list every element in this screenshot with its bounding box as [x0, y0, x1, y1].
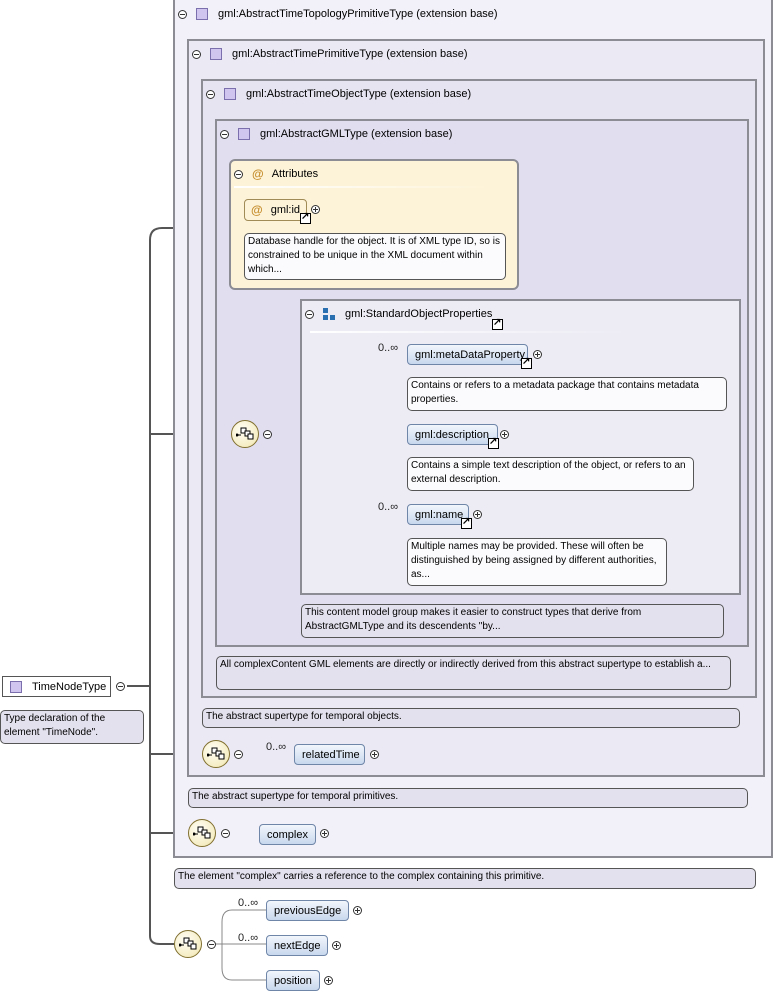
complex-type-icon	[238, 128, 250, 140]
collapse-toggle-sequence[interactable]	[221, 829, 230, 838]
attribute-icon: @	[251, 203, 263, 217]
expand-toggle-gml-id[interactable]	[311, 205, 320, 214]
frame-primitive-doc: The abstract supertype for temporal prim…	[188, 788, 748, 808]
cardinality-label: 0..∞	[378, 342, 399, 354]
collapse-toggle-sequence[interactable]	[207, 940, 216, 949]
root-type-box[interactable]: TimeNodeType	[2, 676, 111, 697]
group-doc: This content model group makes it easier…	[301, 604, 724, 638]
reference-arrow-icon[interactable]	[521, 356, 532, 369]
element-label: previousEdge	[274, 904, 342, 917]
element-label: gml:name	[415, 508, 464, 521]
expand-toggle-next-edge[interactable]	[332, 941, 341, 950]
description-doc: Contains a simple text description of th…	[407, 457, 694, 491]
element-label: relatedTime	[302, 748, 360, 761]
element-description[interactable]: gml:description	[407, 424, 498, 445]
element-next-edge[interactable]: nextEdge	[266, 935, 328, 956]
model-group-icon	[323, 307, 335, 320]
frame-primitive-label: gml:AbstractTimePrimitiveType (extension…	[232, 48, 468, 60]
collapse-toggle-sequence[interactable]	[234, 750, 243, 759]
collapse-toggle-group[interactable]	[305, 309, 314, 319]
attribute-gml-id[interactable]: @ gml:id	[244, 199, 307, 221]
collapse-toggle-object[interactable]	[206, 89, 215, 99]
sequence-compositor-icon[interactable]	[188, 819, 216, 847]
reference-arrow-icon[interactable]	[461, 516, 472, 529]
sequence-compositor-icon[interactable]	[202, 740, 230, 768]
name-doc: Multiple names may be provided. These wi…	[407, 538, 667, 586]
sequence-compositor-icon[interactable]	[174, 930, 202, 958]
frame-object-doc: The abstract supertype for temporal obje…	[202, 708, 740, 728]
complex-type-icon	[224, 88, 236, 100]
reference-arrow-icon[interactable]	[492, 317, 503, 330]
root-type-doc: Type declaration of the element "TimeNod…	[0, 710, 144, 744]
attributes-header[interactable]: @ Attributes	[234, 166, 318, 182]
collapse-toggle-root[interactable]	[116, 682, 125, 691]
element-label: complex	[267, 828, 308, 841]
expand-toggle-position[interactable]	[324, 976, 333, 985]
expand-toggle-name[interactable]	[473, 510, 482, 519]
frame-object-header[interactable]: gml:AbstractTimeObjectType (extension ba…	[206, 86, 471, 102]
group-label: gml:StandardObjectProperties	[345, 308, 493, 320]
element-label: gml:description	[415, 428, 489, 441]
cardinality-label: 0..∞	[238, 897, 259, 909]
element-label: gml:metaDataProperty	[415, 348, 526, 361]
frame-topology-label: gml:AbstractTimeTopologyPrimitiveType (e…	[218, 8, 498, 20]
element-complex[interactable]: complex	[259, 824, 316, 845]
expand-toggle-metadata-property[interactable]	[533, 350, 542, 359]
metadata-property-doc: Contains or refers to a metadata package…	[407, 377, 727, 411]
frame-primitive-header[interactable]: gml:AbstractTimePrimitiveType (extension…	[192, 46, 468, 62]
attribute-icon: @	[252, 167, 264, 181]
reference-arrow-icon[interactable]	[488, 436, 499, 449]
collapse-toggle-topology[interactable]	[178, 9, 187, 19]
frame-gml-label: gml:AbstractGMLType (extension base)	[260, 128, 453, 140]
attributes-title: Attributes	[271, 168, 319, 180]
cardinality-label: 0..∞	[378, 501, 399, 513]
cardinality-label: 0..∞	[238, 932, 259, 944]
element-metadata-property[interactable]: gml:metaDataProperty	[407, 344, 528, 365]
attribute-gml-id-doc: Database handle for the object. It is of…	[244, 233, 506, 280]
complex-type-icon	[196, 8, 208, 20]
frame-topology-header[interactable]: gml:AbstractTimeTopologyPrimitiveType (e…	[178, 6, 498, 22]
complex-type-icon	[210, 48, 222, 60]
expand-toggle-complex[interactable]	[320, 829, 329, 838]
complex-type-icon	[10, 680, 22, 693]
expand-toggle-previous-edge[interactable]	[353, 906, 362, 915]
frame-gml-doc: All complexContent GML elements are dire…	[216, 656, 731, 690]
cardinality-label: 0..∞	[266, 741, 287, 753]
frame-object-label: gml:AbstractTimeObjectType (extension ba…	[246, 88, 472, 100]
collapse-toggle-primitive[interactable]	[192, 49, 201, 59]
collapse-toggle-attributes[interactable]	[234, 169, 243, 179]
group-divider	[310, 331, 630, 333]
collapse-toggle-gml[interactable]	[220, 129, 229, 139]
attributes-divider	[234, 186, 494, 188]
sequence-compositor-icon[interactable]	[231, 420, 259, 448]
attribute-gml-id-label: gml:id	[270, 204, 301, 216]
root-type-label: TimeNodeType	[32, 680, 107, 693]
element-related-time[interactable]: relatedTime	[294, 744, 365, 765]
expand-toggle-related-time[interactable]	[370, 750, 379, 759]
element-label: position	[274, 974, 312, 987]
element-name[interactable]: gml:name	[407, 504, 469, 525]
frame-gml-header[interactable]: gml:AbstractGMLType (extension base)	[220, 126, 452, 142]
element-position[interactable]: position	[266, 970, 320, 991]
reference-arrow-icon[interactable]	[300, 211, 311, 224]
group-header[interactable]: gml:StandardObjectProperties	[305, 306, 492, 322]
expand-toggle-description[interactable]	[500, 430, 509, 439]
element-previous-edge[interactable]: previousEdge	[266, 900, 349, 921]
frame-topology-doc: The element "complex" carries a referenc…	[174, 868, 756, 889]
element-label: nextEdge	[274, 939, 321, 952]
collapse-toggle-sequence[interactable]	[263, 430, 272, 439]
